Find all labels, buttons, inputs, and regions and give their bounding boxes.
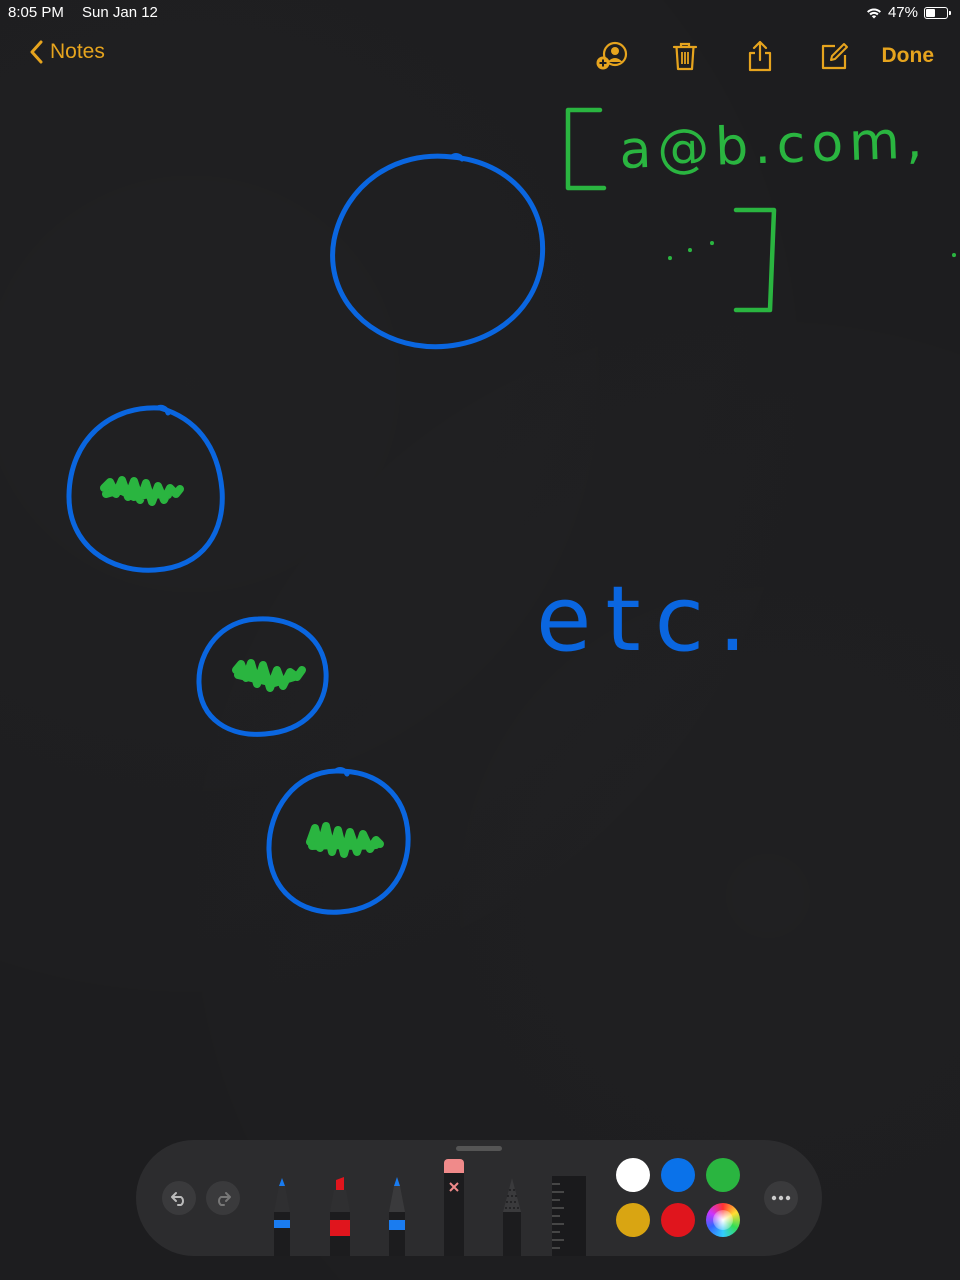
palette-grabber[interactable] [456,1146,502,1151]
blue-circle-3 [266,767,411,915]
add-person-icon [596,41,628,70]
back-label: Notes [50,40,105,63]
back-button[interactable]: Notes [30,40,105,64]
color-picker-button[interactable] [706,1203,740,1237]
redo-button[interactable] [206,1181,240,1215]
ellipsis-icon [771,1195,791,1201]
undo-icon [171,1192,184,1206]
blue-circle-large [330,153,546,350]
battery-percent: 47% [887,4,918,21]
delete-button[interactable] [667,38,703,74]
add-person-button[interactable] [594,38,630,74]
chevron-left-icon [30,40,43,64]
green-scribble-1 [100,476,184,506]
battery-icon [924,6,951,19]
pencil-tool[interactable] [383,1172,411,1256]
status-time: 8:05 PM [8,4,64,21]
etc-handwriting: etc. [536,567,761,672]
nav-bar: Notes Done [0,36,960,80]
status-date: Sun Jan 12 [82,4,158,21]
email-handwriting: a@b.com, [618,110,929,181]
redo-icon [218,1192,231,1206]
more-options-button[interactable] [764,1181,798,1215]
undo-button[interactable] [162,1181,196,1215]
status-indicators: 47% [866,4,951,21]
color-swatch-yellow[interactable] [616,1203,650,1237]
share-icon [748,40,772,72]
color-swatch-green[interactable] [706,1158,740,1192]
color-swatch-white[interactable] [616,1158,650,1192]
compose-button[interactable] [816,38,852,74]
compose-icon [821,43,848,70]
lasso-tool[interactable] [497,1172,527,1256]
color-swatch-blue[interactable] [661,1158,695,1192]
blue-circle-1 [66,404,225,573]
green-scribble-3 [306,822,384,858]
green-bracket-close [733,207,777,313]
green-bracket-open [565,107,607,191]
trash-icon [672,42,698,71]
battery-level [926,8,935,17]
green-scribble-2 [232,659,306,692]
status-bar: 8:05 PM Sun Jan 12 47% [0,0,960,26]
wifi-icon [866,8,881,18]
green-dots [668,241,956,261]
eraser-tool[interactable] [440,1157,468,1256]
marker-tool[interactable] [325,1172,355,1256]
pen-tool[interactable] [268,1172,296,1256]
share-button[interactable] [742,38,778,74]
color-wheel-center [713,1210,733,1230]
tool-palette [136,1140,822,1256]
done-button[interactable]: Done [881,44,935,67]
blue-circle-2 [196,616,329,737]
color-swatch-red[interactable] [661,1203,695,1237]
ruler-tool[interactable] [552,1176,586,1256]
